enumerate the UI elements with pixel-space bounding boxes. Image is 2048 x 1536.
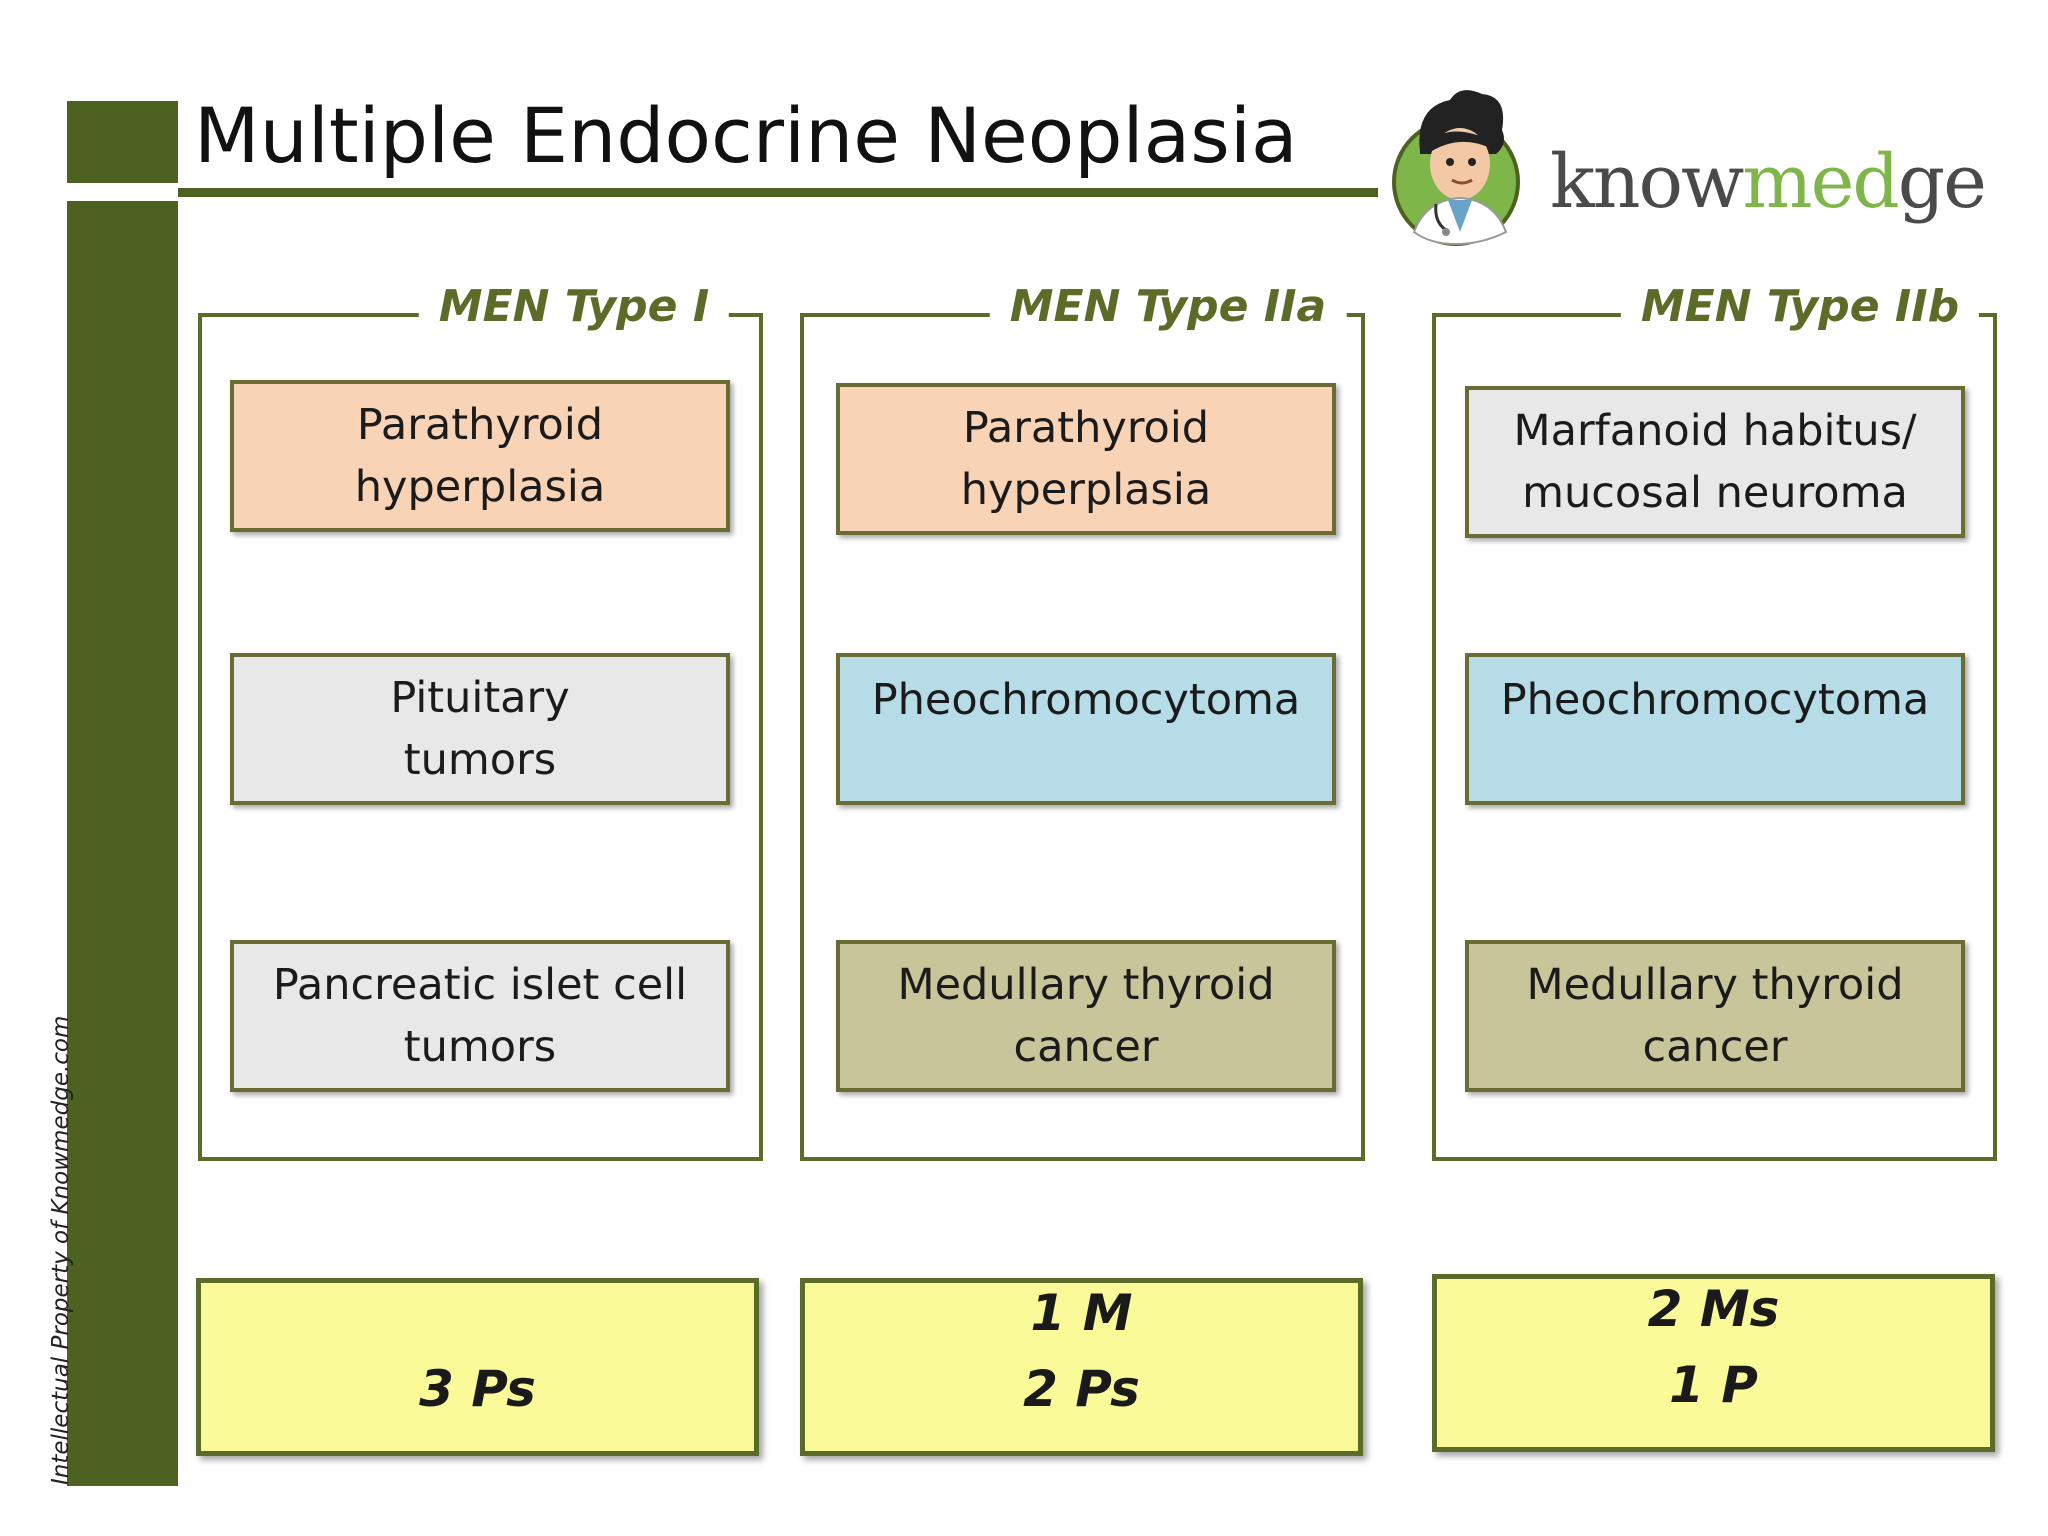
- men2b-summary-box: 2 Ms 1 P: [1432, 1274, 1995, 1452]
- men1-summary-box: 3 Ps: [196, 1278, 759, 1456]
- men-type-2b-title: MEN Type IIb: [1620, 272, 1980, 342]
- men2b-marfanoid-box: Marfanoid habitus/ mucosal neuroma: [1465, 386, 1965, 538]
- men-type-1-title: MEN Type I: [418, 272, 730, 342]
- men2a-pheo-box: Pheochromocytoma: [836, 653, 1336, 805]
- men1-parathyroid-box: Parathyroid hyperplasia: [230, 380, 730, 532]
- brand-accent: med: [1742, 139, 1899, 225]
- brand-logo: knowmedge: [1550, 132, 1987, 232]
- brand-suffix: ge: [1897, 139, 1987, 225]
- men2a-medullary-box: Medullary thyroid cancer: [836, 940, 1336, 1092]
- men2b-pheo-box: Pheochromocytoma: [1465, 653, 1965, 805]
- header-accent-block: [67, 101, 178, 183]
- men2a-summary-box: 1 M 2 Ps: [800, 1278, 1363, 1456]
- men1-pituitary-box: Pituitary tumors: [230, 653, 730, 805]
- side-accent-bar: [67, 201, 178, 1486]
- men-type-2a-title: MEN Type IIa: [989, 272, 1347, 342]
- men2a-parathyroid-box: Parathyroid hyperplasia: [836, 383, 1336, 535]
- title-underline: [178, 188, 1378, 197]
- side-note: Intellectual Property of Knowmedge.com: [48, 1015, 74, 1485]
- page-title: Multiple Endocrine Neoplasia: [194, 91, 1298, 180]
- brand-prefix: know: [1550, 139, 1744, 225]
- men2b-medullary-box: Medullary thyroid cancer: [1465, 940, 1965, 1092]
- doctor-avatar-icon: [1392, 90, 1520, 246]
- men1-pancreatic-box: Pancreatic islet cell tumors: [230, 940, 730, 1092]
